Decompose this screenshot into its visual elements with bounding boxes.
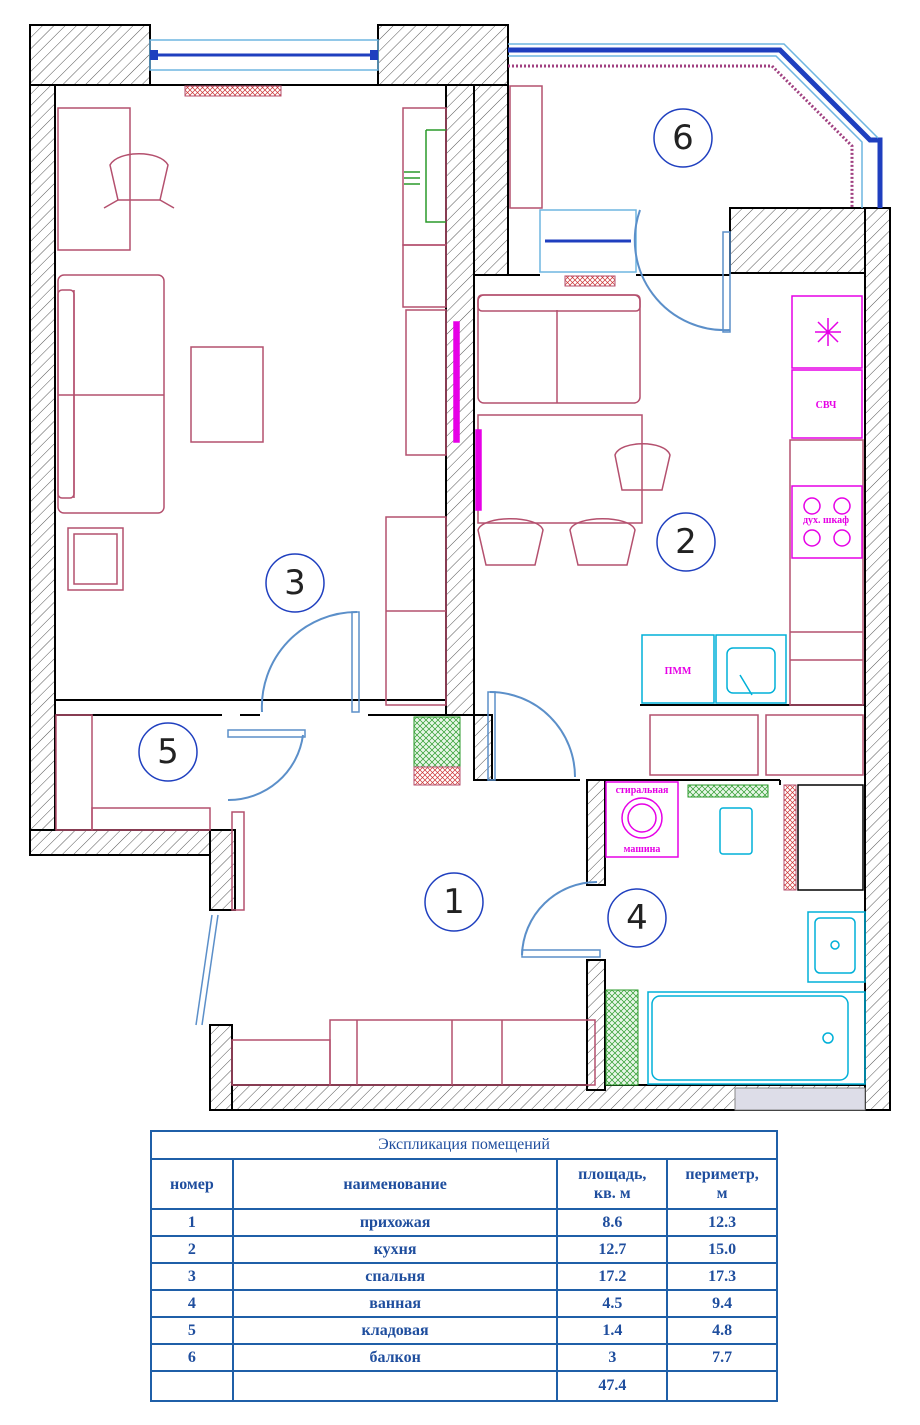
windows [149,39,883,287]
room-4-marker: 4 [607,888,667,948]
room-3-marker: 3 [265,553,325,613]
svg-text:3: 3 [284,563,306,603]
microwave-label: СВЧ [816,400,837,411]
svg-text:2: 2 [675,522,697,562]
dishwasher-label: ПММ [665,666,692,677]
table-total-row: 47.4 [150,1370,778,1402]
svg-text:6: 6 [672,118,694,158]
svg-text:5: 5 [157,732,179,772]
room-6-marker: 6 [653,108,713,168]
svg-text:4: 4 [626,898,648,938]
header-perimeter: периметр,м [666,1158,778,1210]
doors [195,209,731,1026]
walls [29,24,891,1111]
ducts [404,129,797,1086]
svg-text:1: 1 [443,882,465,922]
header-number: номер [150,1158,234,1210]
room-5-marker: 5 [138,722,198,782]
room-1-marker: 1 [424,872,484,932]
total-area: 47.4 [556,1370,669,1402]
washer-label-bottom: машина [624,844,661,855]
explication-table: Экспликация помещений номер наименование… [150,1130,778,1402]
header-area: площадь,кв. м [556,1158,669,1210]
plumbing [641,634,866,1085]
floor-plan: СВЧ дух. шкаф стиральная машина ПММ 1 [29,24,891,1111]
appliances [453,295,863,858]
header-name: наименование [231,1158,559,1210]
washer-label-top: стиральная [616,785,669,796]
room-2-marker: 2 [656,512,716,572]
wall-niche [734,1087,866,1111]
table-title: Экспликация помещений [150,1130,778,1160]
room-markers: 1 2 3 4 5 6 [138,108,716,948]
oven-label: дух. шкаф [803,515,849,526]
